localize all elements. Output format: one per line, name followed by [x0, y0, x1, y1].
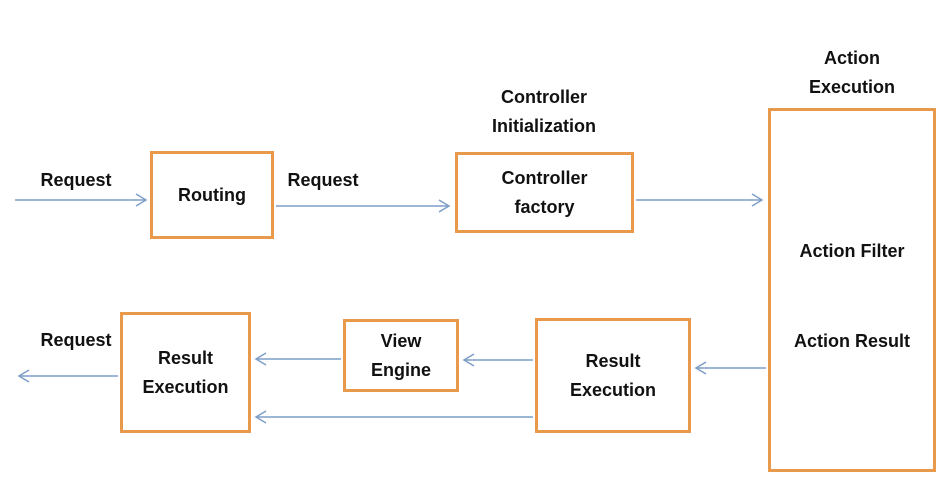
request-in-label: Request: [40, 170, 112, 190]
action-result-label: Action Result: [793, 331, 910, 351]
routing-node: Routing: [150, 151, 274, 239]
action-execution-container: Action Filter Action Result: [768, 108, 936, 472]
request-mid-label: Request: [287, 170, 359, 190]
view-engine-node: View Engine: [343, 319, 459, 392]
controller-initialization-label: Controller Initialization: [491, 87, 596, 136]
action-filter-label: Action Filter: [799, 241, 905, 261]
result-execution-right-node: Result Execution: [535, 318, 691, 433]
controller-factory-node: Controller factory: [455, 152, 634, 233]
action-execution-label: Action Execution: [808, 48, 896, 97]
result-execution-left-node: Result Execution: [120, 312, 251, 433]
request-out-label: Request: [40, 330, 112, 350]
